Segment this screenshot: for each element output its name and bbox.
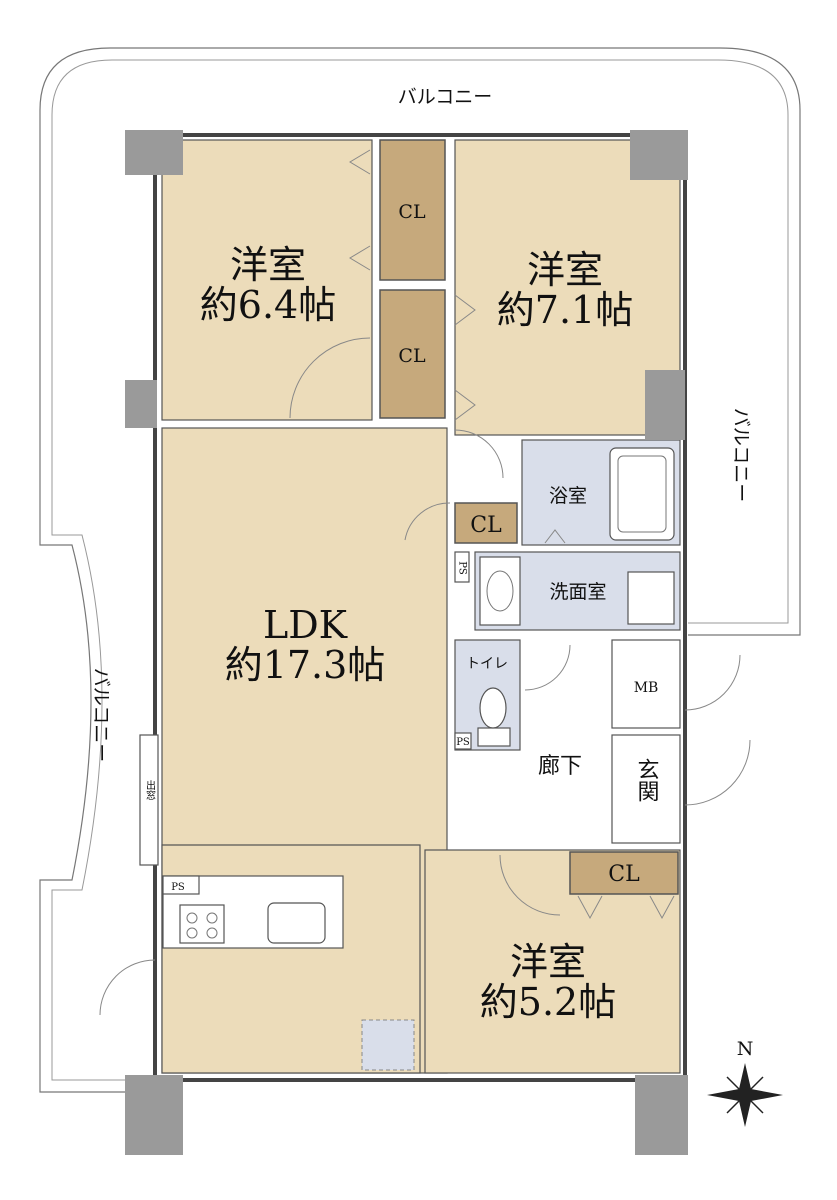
bathroom-label: 浴室 xyxy=(549,485,587,507)
burner-3 xyxy=(186,927,198,939)
compass-rose xyxy=(707,1063,783,1127)
western-room-nw-size: 約6.4帖 xyxy=(200,283,336,327)
door-swing-ldk-sw xyxy=(99,959,156,1016)
burner-4 xyxy=(206,927,218,939)
closet-4-label: CL xyxy=(608,862,640,887)
balcony-inner-outline xyxy=(51,59,789,1081)
western-room-ne xyxy=(454,139,681,436)
column-e xyxy=(645,370,685,440)
ps-box-2 xyxy=(454,732,472,750)
balcony-label-left: バルコニー xyxy=(90,668,112,763)
ps-box-kitchen xyxy=(162,875,200,895)
bay-window-label: 出窓 xyxy=(144,779,156,800)
ps-1-label: PS xyxy=(457,561,468,575)
burner-2 xyxy=(206,912,218,924)
kitchen-sink xyxy=(267,902,326,944)
door-swing-ldk xyxy=(454,429,504,479)
toilet-bowl xyxy=(477,727,511,747)
column-se xyxy=(635,1075,688,1155)
door-swing-mb xyxy=(684,654,741,711)
bathtub-inner xyxy=(617,455,667,533)
burner-1 xyxy=(186,912,198,924)
washbasin-bowl xyxy=(486,570,514,612)
column-ne xyxy=(630,130,688,180)
closet-1-label: CL xyxy=(398,201,426,223)
closet-door-mark-4 xyxy=(544,529,566,544)
column-sw xyxy=(125,1075,183,1155)
western-room-ne-size: 約7.1帖 xyxy=(497,288,633,332)
toilet-seat xyxy=(479,687,507,729)
washroom-label: 洗面室 xyxy=(549,581,606,603)
ps-kitchen-label: PS xyxy=(171,882,185,893)
door-swing-entrance xyxy=(684,739,751,806)
door-swing-s xyxy=(499,854,561,916)
entrance-label: 玄関 xyxy=(634,758,659,802)
western-room-ne-name: 洋室 xyxy=(527,248,603,292)
meter-box xyxy=(611,639,681,729)
closet-3 xyxy=(454,502,518,544)
closet-3-label: CL xyxy=(470,513,502,538)
closet-door-mark-3 xyxy=(577,895,675,920)
ps-box-1 xyxy=(454,551,470,583)
stove xyxy=(179,904,225,944)
closet-door-mark-1 xyxy=(349,149,371,271)
western-room-nw-name: 洋室 xyxy=(230,243,306,287)
balcony-outline xyxy=(39,47,801,1093)
ldk-size: 約17.3帖 xyxy=(225,643,386,687)
bay-window xyxy=(139,734,159,866)
balcony-label-top: バルコニー xyxy=(398,86,493,108)
closet-4 xyxy=(569,851,679,895)
western-room-s-size: 約5.2帖 xyxy=(480,980,616,1024)
bathtub xyxy=(609,447,675,541)
closet-1 xyxy=(379,139,446,281)
western-room-nw xyxy=(161,139,373,421)
door-swing-nw xyxy=(289,337,371,419)
washbasin xyxy=(479,556,521,626)
closet-door-mark-2 xyxy=(454,294,476,421)
column-w xyxy=(125,380,157,428)
meter-box-label: MB xyxy=(634,680,659,696)
door-swing-cl3 xyxy=(404,502,451,541)
corridor-label: 廊下 xyxy=(538,754,582,779)
column-nw xyxy=(125,130,183,175)
door-swing-toilet xyxy=(524,644,571,691)
toilet-label: トイレ xyxy=(466,656,508,672)
ldk-name: LDK xyxy=(263,603,348,647)
entrance xyxy=(611,734,681,844)
compass-north-label: N xyxy=(737,1038,754,1060)
closet-2 xyxy=(379,289,446,419)
closet-2-label: CL xyxy=(398,345,426,367)
floor-hatch xyxy=(361,1019,415,1071)
washing-machine xyxy=(627,571,675,625)
balcony-label-right: バルコニー xyxy=(730,408,752,503)
outer-wall xyxy=(153,133,687,1082)
ps-2-label: PS xyxy=(456,737,470,748)
western-room-s-name: 洋室 xyxy=(510,940,586,984)
